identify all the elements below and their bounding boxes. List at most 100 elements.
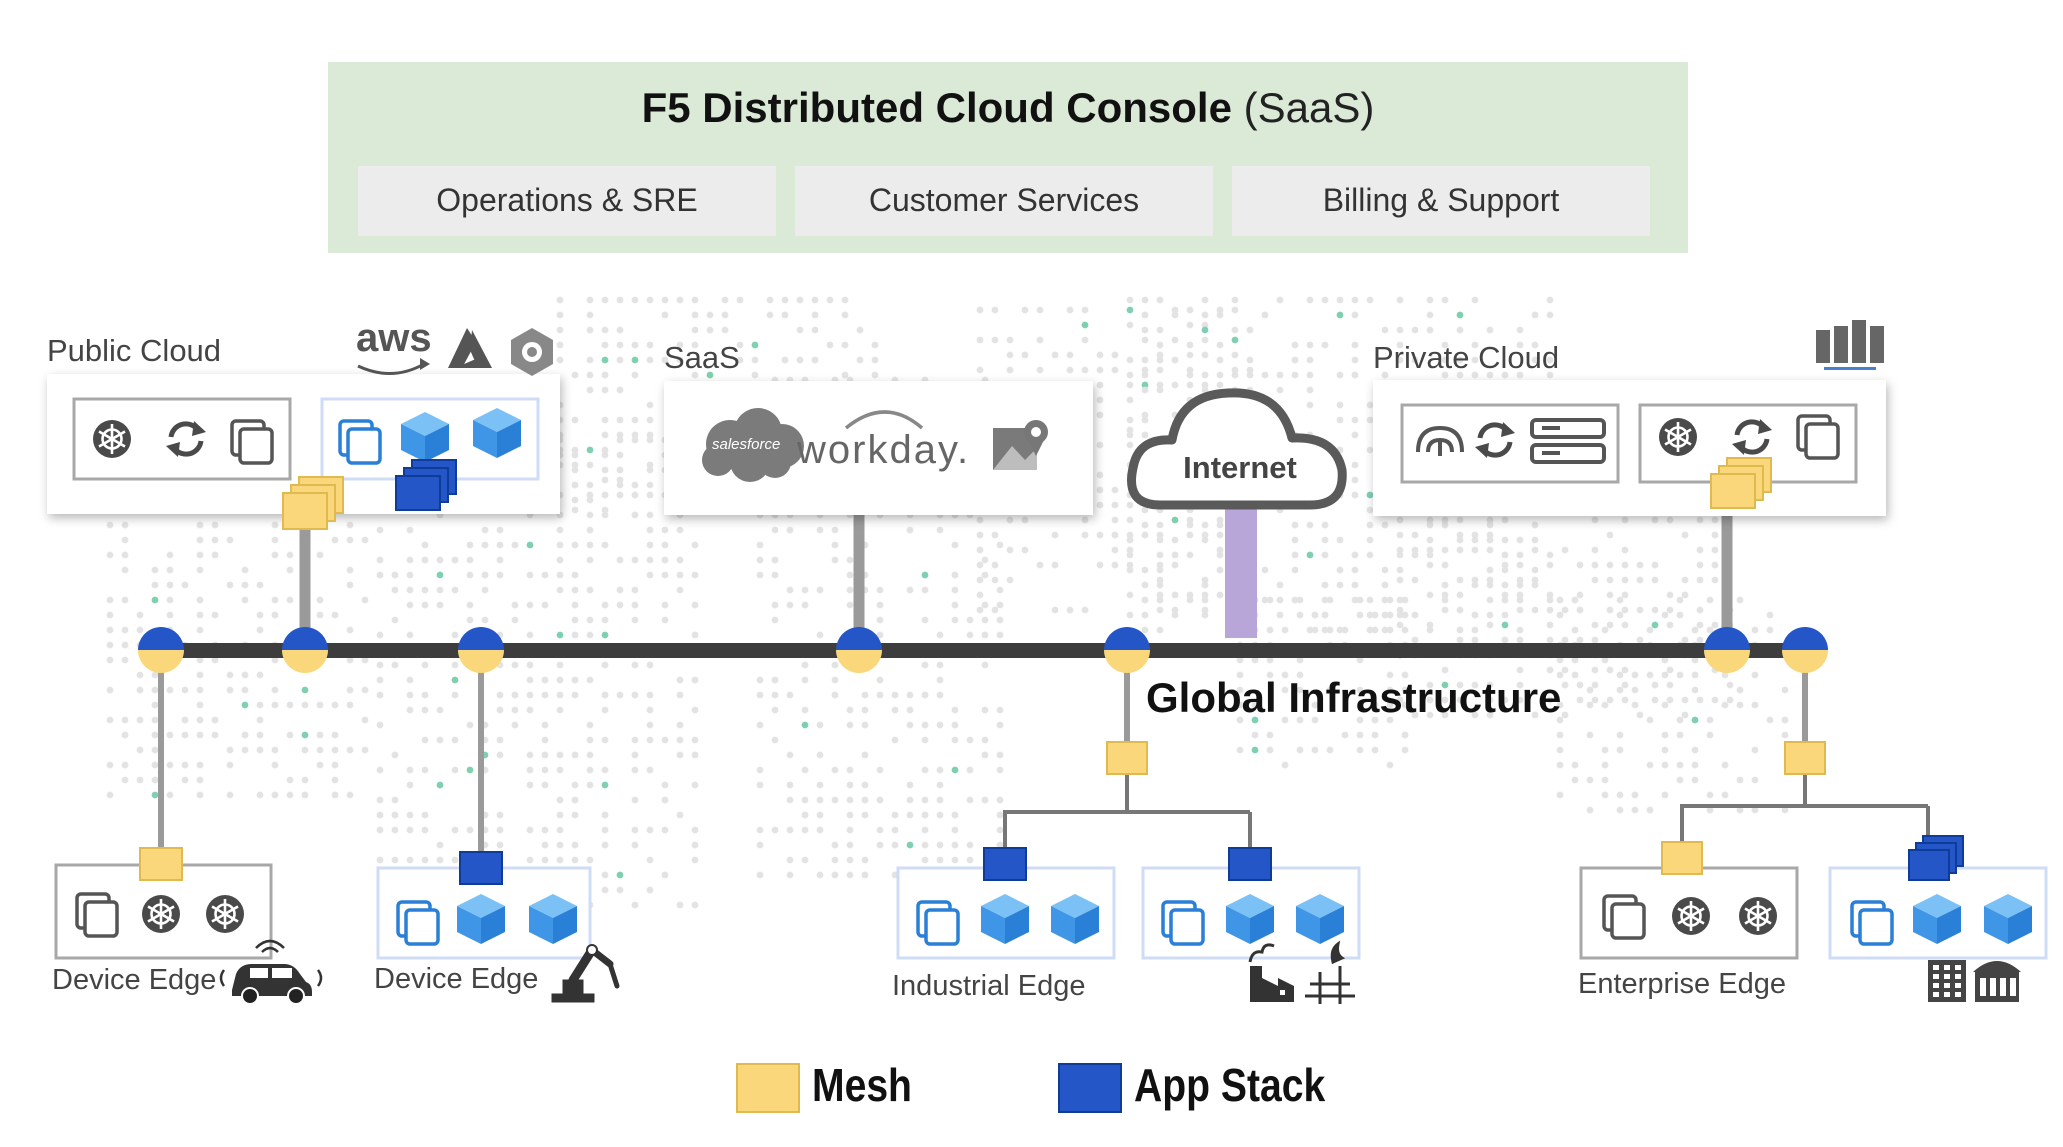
- map-dot: [1381, 371, 1389, 379]
- map-dot: [616, 466, 624, 474]
- map-dot: [1586, 731, 1594, 739]
- map-dot: [1561, 546, 1569, 554]
- map-dot: [676, 296, 684, 304]
- map-dot: [1401, 611, 1409, 619]
- map-dot: [811, 356, 819, 364]
- map-dot: [1201, 581, 1209, 589]
- map-dot: [891, 841, 899, 849]
- map-dot: [1661, 731, 1669, 739]
- map-dot: [1441, 296, 1449, 304]
- map-dot: [406, 526, 414, 534]
- map-dot: [1646, 806, 1654, 814]
- map-dot: [1696, 606, 1704, 614]
- map-dot: [801, 856, 809, 864]
- map-dot: [801, 601, 809, 609]
- map-dot: [801, 766, 809, 774]
- map-dot: [1126, 426, 1134, 434]
- map-dot: [1471, 356, 1479, 364]
- backbone-node: [1782, 627, 1828, 673]
- console-tab-customer-services[interactable]: [795, 166, 1213, 236]
- map-dot: [646, 526, 654, 534]
- map-dot: [1126, 516, 1134, 524]
- map-dot: [556, 856, 564, 864]
- map-dot: [1201, 386, 1209, 394]
- map-dot: [331, 611, 339, 619]
- map-dot: [1341, 626, 1349, 634]
- map-dot: [1711, 516, 1719, 524]
- map-dot: [1486, 371, 1494, 379]
- map-dot: [301, 701, 309, 709]
- map-dot: [256, 701, 264, 709]
- map-dot: [556, 811, 564, 819]
- map-dot: [166, 791, 174, 799]
- map-dot: [601, 631, 609, 639]
- map-dot: [1126, 356, 1134, 364]
- map-dot: [1351, 461, 1359, 469]
- building-window: [1933, 974, 1939, 979]
- map-dot: [1396, 516, 1404, 524]
- map-dot: [1561, 636, 1569, 644]
- map-dot: [1186, 351, 1194, 359]
- map-dot: [1621, 696, 1629, 704]
- map-dot: [1531, 606, 1539, 614]
- map-dot: [331, 731, 339, 739]
- map-dot: [1411, 546, 1419, 554]
- console-tab-billing[interactable]: [1232, 166, 1650, 236]
- map-dot: [1471, 626, 1479, 634]
- map-dot: [1266, 671, 1274, 679]
- map-dot: [121, 521, 129, 529]
- map-dot: [1621, 516, 1629, 524]
- map-dot: [1306, 296, 1314, 304]
- map-dot: [406, 631, 414, 639]
- app-stack-public-cloud: [395, 459, 457, 511]
- map-dot: [786, 526, 794, 534]
- map-dot: [1216, 566, 1224, 574]
- map-dot: [1296, 716, 1304, 724]
- map-dot: [1371, 611, 1379, 619]
- map-dot: [1021, 306, 1029, 314]
- map-dot: [1396, 356, 1404, 364]
- map-dot: [1351, 431, 1359, 439]
- map-dot: [1291, 341, 1299, 349]
- map-dot: [586, 371, 594, 379]
- map-dot: [1036, 306, 1044, 314]
- map-dot: [1051, 606, 1059, 614]
- map-dot: [1706, 731, 1714, 739]
- map-dot: [676, 721, 684, 729]
- map-dot: [586, 736, 594, 744]
- map-dot: [1326, 596, 1334, 604]
- map-dot: [586, 631, 594, 639]
- map-dot: [571, 841, 579, 849]
- map-dot: [1366, 446, 1374, 454]
- map-dot: [831, 841, 839, 849]
- map-dot: [1156, 596, 1164, 604]
- internet-link: [1225, 498, 1257, 638]
- map-dot: [1661, 761, 1669, 769]
- map-dot: [511, 601, 519, 609]
- map-dot: [526, 541, 534, 549]
- map-dot: [1006, 351, 1014, 359]
- map-dot: [1696, 516, 1704, 524]
- map-dot: [1186, 591, 1194, 599]
- map-dot: [951, 826, 959, 834]
- map-dot: [1706, 791, 1714, 799]
- map-dot: [1501, 566, 1509, 574]
- backbone-node: [836, 627, 882, 673]
- map-dot: [121, 716, 129, 724]
- map-dot: [756, 766, 764, 774]
- map-dot: [771, 691, 779, 699]
- map-dot: [1456, 591, 1464, 599]
- map-dot: [286, 551, 294, 559]
- map-dot: [211, 536, 219, 544]
- map-dot: [1186, 321, 1194, 329]
- map-dot: [1216, 551, 1224, 559]
- map-dot: [1621, 546, 1629, 554]
- map-dot: [391, 811, 399, 819]
- console-tab-operations[interactable]: [358, 166, 776, 236]
- map-dot: [1621, 606, 1629, 614]
- map-dot: [541, 736, 549, 744]
- map-dot: [1441, 681, 1449, 689]
- map-dot: [421, 586, 429, 594]
- legend-mesh-label: Mesh: [812, 1059, 912, 1111]
- map-dot: [1576, 591, 1584, 599]
